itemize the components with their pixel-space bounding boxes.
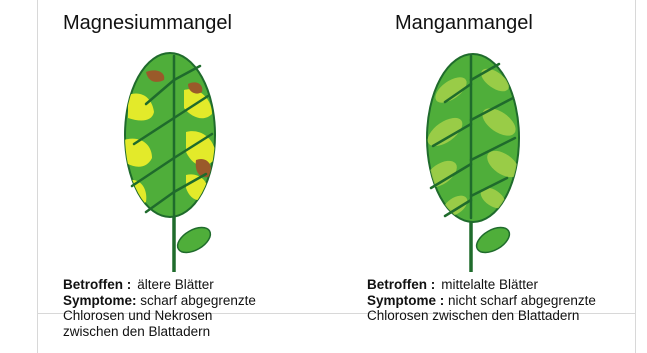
- symptoms-row: Symptome: scharf abgegrenzte: [63, 293, 256, 309]
- panel-title: Magnesiummangel: [63, 12, 232, 35]
- affected-label: Betroffen :: [63, 277, 131, 292]
- affected-row: Betroffen : mittelalte Blätter: [367, 277, 596, 293]
- symptoms-line: scharf abgegrenzte: [140, 293, 256, 308]
- symptoms-row: Symptome : nicht scharf abgegrenzte: [367, 293, 596, 309]
- description-manganese: Betroffen : mittelalte Blätter Symptome :…: [367, 277, 596, 324]
- affected-label: Betroffen :: [367, 277, 435, 292]
- panel-title: Manganmangel: [395, 12, 533, 35]
- panel-manganese-deficiency: Manganmangel: [320, 0, 647, 353]
- symptoms-label: Symptome:: [63, 293, 137, 308]
- symptoms-line: nicht scharf abgegrenzte: [448, 293, 596, 308]
- leaf-illustration-manganese: [415, 40, 535, 275]
- symptoms-line: Chlorosen und Nekrosen: [63, 308, 256, 324]
- leaf-illustration-magnesium: [112, 40, 232, 275]
- symptoms-label: Symptome :: [367, 293, 444, 308]
- affected-value: mittelalte Blätter: [441, 277, 538, 292]
- symptoms-line: zwischen den Blattadern: [63, 324, 256, 340]
- small-side-leaf: [472, 222, 513, 257]
- affected-value: ältere Blätter: [137, 277, 214, 292]
- affected-row: Betroffen : ältere Blätter: [63, 277, 256, 293]
- small-side-leaf: [173, 222, 214, 257]
- panel-magnesium-deficiency: Magnesiummangel: [0, 0, 320, 353]
- symptoms-line: Chlorosen zwischen den Blattadern: [367, 308, 596, 324]
- description-magnesium: Betroffen : ältere Blätter Symptome: scha…: [63, 277, 256, 339]
